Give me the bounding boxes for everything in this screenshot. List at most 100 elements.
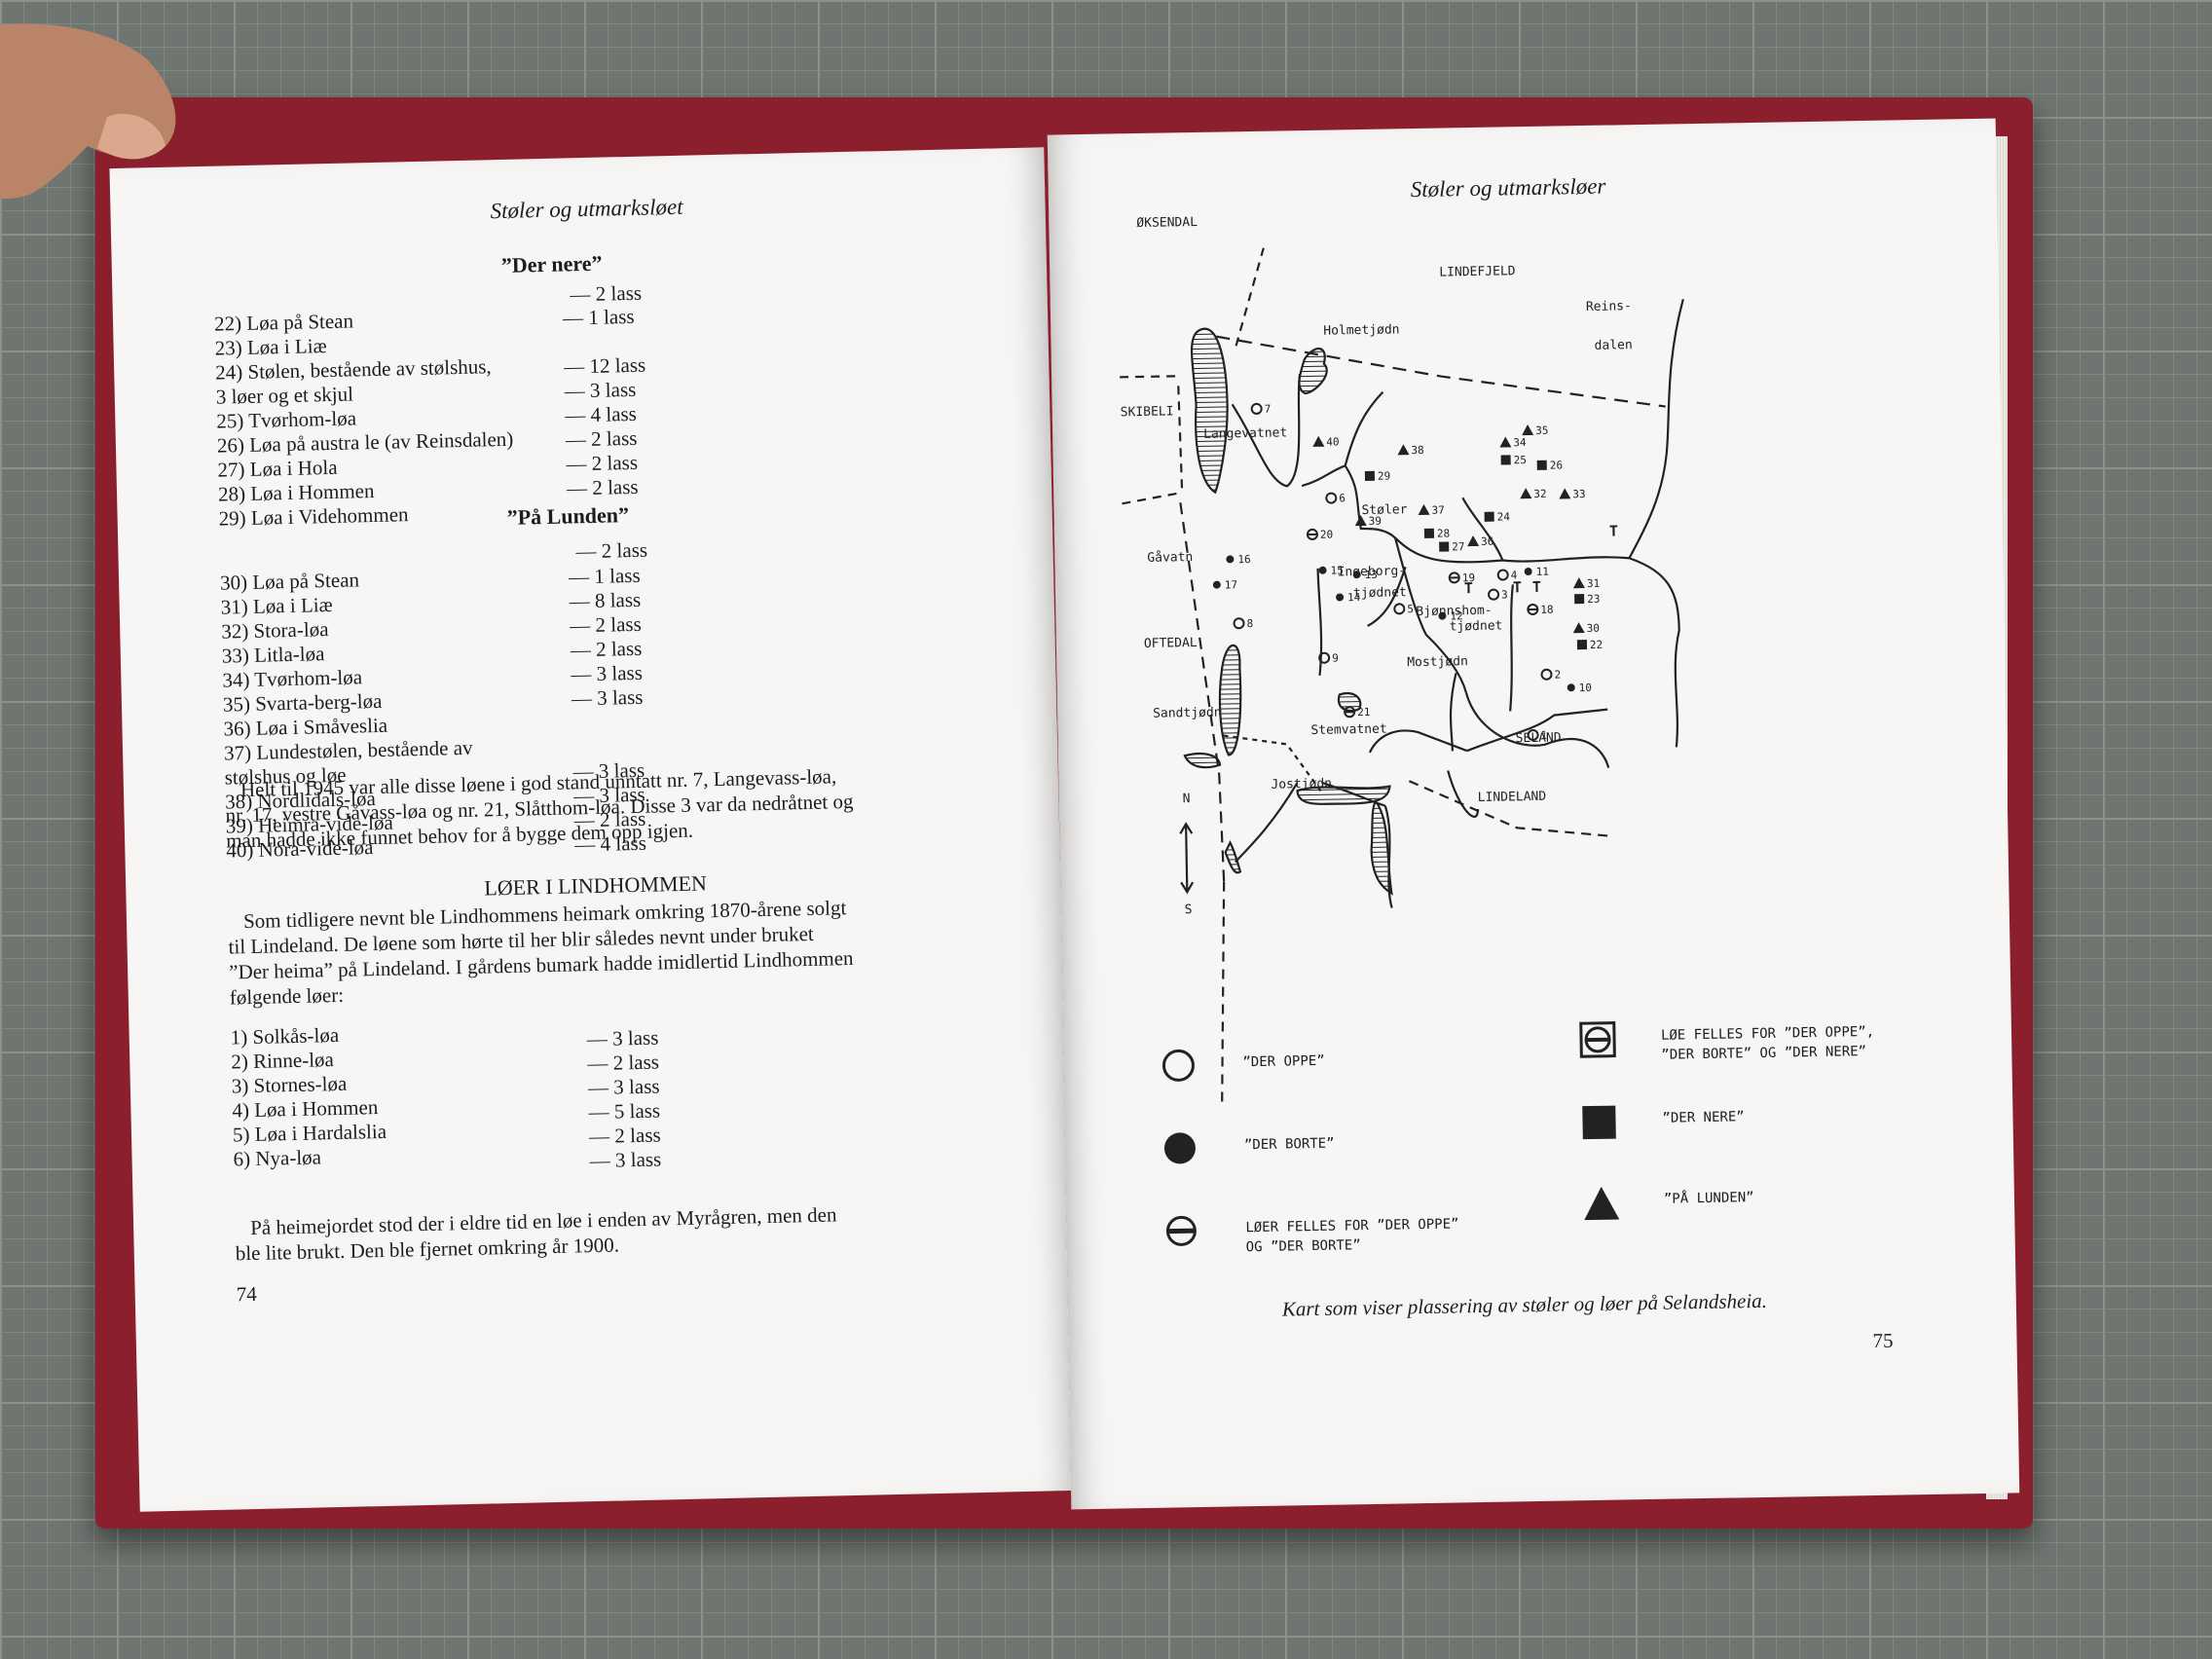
list-item-label: 22) Løa på Stean — [213, 309, 354, 336]
svg-text:1: 1 — [1540, 729, 1547, 742]
map-place-label: SKIBELI — [1121, 404, 1174, 420]
map-marker-26: 26 — [1536, 459, 1563, 472]
map-place-label: Støler — [1361, 502, 1407, 518]
list-item-label: 5) Løa i Hardalslia — [232, 1119, 387, 1147]
svg-text:7: 7 — [1265, 403, 1272, 416]
map-marker-6: 6 — [1325, 492, 1346, 504]
map-marker-9: 9 — [1318, 651, 1339, 665]
running-head: Støler og utmarksløet — [490, 194, 683, 224]
legend-label: ”DER NERE” — [1662, 1109, 1745, 1126]
map-svg: ØKSENDALLINDEFJELDReins-dalenHolmetjødnS… — [1120, 215, 1684, 1106]
list-item-label: 6) Nya-løa — [233, 1145, 322, 1171]
list-item-amount: — 3 lass — [586, 1025, 659, 1051]
map-marker-19: 19 — [1448, 571, 1475, 584]
list-item-label: 29) Løa i Videhommen — [218, 502, 409, 531]
map-place-label: Gåvatn — [1147, 550, 1193, 566]
map-place-label: SELAND — [1516, 730, 1562, 746]
svg-text:33: 33 — [1572, 488, 1585, 500]
svg-text:39: 39 — [1369, 515, 1382, 528]
map-place-label: LINDELAND — [1478, 790, 1547, 805]
list-item-amount: — 2 lass — [587, 1050, 660, 1076]
boundary-line — [1122, 492, 1181, 505]
map-legend: ”DER OPPE”LØE FELLES FOR ”DER OPPE”, ”DE… — [1048, 119, 1996, 1255]
svg-text:35: 35 — [1535, 424, 1548, 437]
svg-text:9: 9 — [1332, 651, 1339, 664]
tree-marker: T — [1609, 522, 1618, 539]
svg-text:3: 3 — [1501, 588, 1508, 601]
svg-text:36: 36 — [1481, 535, 1493, 548]
svg-text:18: 18 — [1540, 604, 1553, 616]
svg-text:19: 19 — [1462, 571, 1475, 584]
boundary-line — [1221, 881, 1226, 1106]
section-title: ”Der nere” — [500, 250, 603, 277]
map-marker-25: 25 — [1500, 454, 1527, 466]
list-item-label: 3 løer og et skjul — [215, 382, 354, 409]
map-marker-18: 18 — [1527, 604, 1554, 616]
list-item-label: 2) Rinne-løa — [231, 1048, 335, 1074]
list-item-label: 30) Løa på Stean — [219, 568, 360, 595]
section-title: LØER I LINDHOMMEN — [484, 870, 708, 901]
svg-text:4: 4 — [1511, 569, 1518, 581]
svg-text:34: 34 — [1513, 436, 1527, 449]
list-item-label: 27) Løa i Hola — [217, 455, 338, 482]
map-marker-38: 38 — [1397, 444, 1424, 457]
svg-text:2: 2 — [1554, 668, 1561, 681]
map-marker-31: 31 — [1572, 577, 1600, 590]
tree-marker: T — [1532, 578, 1541, 596]
svg-text:16: 16 — [1237, 553, 1250, 566]
left-page: Støler og utmarksløet ”Der nere” — 2 las… — [109, 147, 1075, 1512]
svg-text:26: 26 — [1550, 459, 1563, 471]
page-number: 75 — [1872, 1328, 1894, 1352]
map-place-label: OFTEDAL — [1144, 636, 1198, 651]
compass-label: N — [1183, 792, 1191, 806]
legend-label: ”DER OPPE” — [1242, 1052, 1325, 1071]
svg-text:15: 15 — [1330, 564, 1343, 576]
list-item-amount: — 2 lass — [570, 636, 643, 662]
map-place-label: tjødnet — [1450, 619, 1503, 635]
map-marker-16: 16 — [1226, 553, 1251, 566]
list-item-amount: — 5 lass — [588, 1098, 661, 1124]
svg-text:10: 10 — [1579, 682, 1592, 694]
map-marker-17: 17 — [1212, 578, 1237, 591]
map-marker-32: 32 — [1520, 488, 1547, 500]
map-marker-1: 1 — [1527, 729, 1547, 742]
list-item-amount: — 2 lass — [588, 1123, 661, 1149]
svg-text:22: 22 — [1590, 639, 1603, 651]
map-marker-4: 4 — [1496, 569, 1518, 581]
list-item-amount: — 2 lass — [565, 425, 638, 452]
svg-text:24: 24 — [1497, 510, 1511, 523]
page-number: 74 — [236, 1281, 258, 1307]
list-item-label: 35) Svarta-berg-løa — [222, 688, 383, 717]
list-item-amount: — 4 lass — [565, 401, 638, 427]
svg-text:23: 23 — [1587, 593, 1600, 606]
map-marker-20: 20 — [1306, 529, 1333, 541]
running-head: Støler og utmarksløer — [1410, 173, 1606, 203]
map-place-label: tjødnet — [1353, 585, 1407, 601]
map-place-label: Mostjødn — [1407, 654, 1468, 670]
map-place-label: ØKSENDAL — [1136, 215, 1198, 231]
list-item-label: 25) Tvørhom-løa — [216, 406, 357, 433]
map-marker-23: 23 — [1574, 593, 1601, 606]
map-place-label: LINDEFJELD — [1439, 264, 1516, 279]
legend-symbol-filled-triangle — [1582, 1184, 1622, 1229]
list-item-amount: — 3 lass — [564, 377, 637, 403]
map-marker-33: 33 — [1559, 488, 1586, 500]
map-marker-24: 24 — [1484, 510, 1511, 524]
list-item-amount: — 1 lass — [568, 563, 641, 589]
list-item-amount: — 2 lass — [566, 450, 639, 476]
map-marker-3: 3 — [1488, 588, 1508, 602]
list-item-label: 31) Løa i Liæ — [220, 592, 333, 619]
list-item-amount: — 3 lass — [571, 660, 644, 686]
svg-text:38: 38 — [1411, 444, 1423, 457]
amount: — 2 lass — [575, 537, 648, 564]
svg-text:27: 27 — [1452, 540, 1464, 553]
svg-text:21: 21 — [1357, 706, 1370, 719]
svg-text:20: 20 — [1320, 529, 1333, 541]
svg-text:13: 13 — [1365, 569, 1378, 581]
legend-label: LØER FELLES FOR ”DER OPPE” OG ”DER BORTE… — [1245, 1216, 1459, 1256]
legend-symbol-filled-circle — [1162, 1130, 1202, 1175]
map-marker-12: 12 — [1438, 609, 1463, 622]
list-item-label: 3) Stornes-løa — [231, 1071, 348, 1098]
svg-text:29: 29 — [1378, 470, 1390, 483]
